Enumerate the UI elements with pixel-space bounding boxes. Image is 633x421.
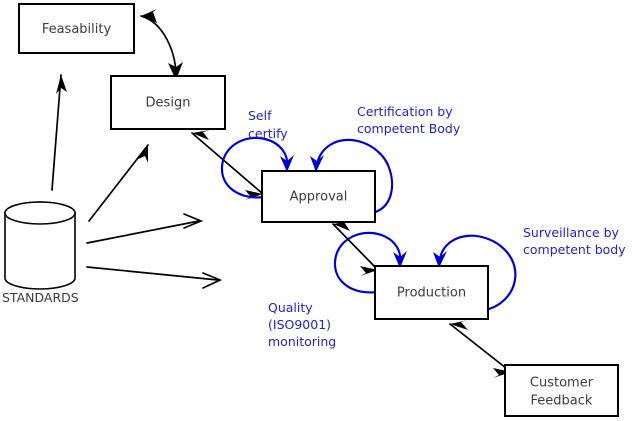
annotation-surveillance-line1: Surveillance by: [523, 225, 620, 240]
arrowhead-to-customer-feedback: [493, 368, 511, 378]
arrowhead-down: [280, 155, 294, 172]
annotation-certification-by-competent-body: Certification by competent Body: [357, 104, 461, 136]
self-loop-production-surveillance: [433, 234, 517, 312]
node-label-design: Design: [146, 96, 191, 111]
annotation-quality-line1: Quality: [268, 300, 313, 315]
annotation-quality-line3: monitoring: [268, 334, 336, 349]
edge-production-to-customer-feedback: [449, 320, 512, 378]
node-approval[interactable]: Approval: [261, 170, 376, 223]
arrowhead-down: [393, 251, 407, 268]
arrowhead-down: [310, 155, 324, 172]
node-standards-datastore[interactable]: STANDARDS: [2, 201, 79, 305]
arrowhead-up: [56, 75, 67, 94]
node-production[interactable]: Production: [374, 265, 489, 320]
edge-standards-to-approval: [86, 213, 204, 244]
node-feasability[interactable]: Feasability: [18, 3, 135, 54]
arrowhead-to-production: [450, 320, 468, 330]
edge-design-to-feasability: [140, 9, 183, 81]
arrowhead-right-open: [202, 272, 223, 289]
annotation-surveillance-line2: competent body: [523, 242, 626, 257]
annotation-self-certify-line1: Self: [248, 108, 272, 123]
node-design[interactable]: Design: [110, 75, 226, 130]
node-label-customer-feedback-line2: Feedback: [531, 394, 593, 409]
arrowhead-right-open: [183, 213, 204, 229]
arrowhead-to-production: [360, 266, 378, 276]
annotation-certification-line1: Certification by: [357, 104, 453, 119]
edge-standards-to-production: [86, 266, 223, 289]
arrowhead-down: [433, 251, 447, 268]
annotation-self-certify: Self certify: [248, 108, 288, 141]
node-label-feasability: Feasability: [42, 22, 112, 37]
arrowhead-to-approval: [333, 221, 351, 231]
annotation-self-certify-line2: certify: [248, 126, 288, 141]
arrowhead-to-design: [192, 130, 210, 140]
annotation-quality-iso9001-monitoring: Quality (ISO9001) monitoring: [268, 300, 336, 349]
edge-design-to-approval: [191, 130, 264, 200]
node-label-standards: STANDARDS: [2, 290, 79, 305]
edge-standards-to-feasability: [51, 74, 67, 191]
arrowhead-to-approval: [245, 190, 263, 200]
node-customer-feedback[interactable]: Customer Feedback: [504, 364, 619, 417]
arrowhead-to-design: [168, 62, 183, 80]
annotation-quality-line2: (ISO9001): [268, 317, 331, 332]
cylinder-top: [4, 201, 76, 225]
node-label-production: Production: [397, 286, 466, 301]
edge-approval-to-production: [332, 221, 379, 276]
self-loop-production-quality: [333, 231, 407, 294]
edge-standards-to-design: [88, 144, 149, 222]
self-loop-approval-certification: [310, 138, 394, 215]
self-loop-approval-self-certify: [220, 136, 294, 199]
annotation-certification-line2: competent Body: [357, 121, 461, 136]
annotation-surveillance-by-competent-body: Surveillance by competent body: [523, 225, 626, 257]
node-label-customer-feedback-line1: Customer: [530, 376, 594, 391]
arrowhead-to-feasability: [141, 9, 157, 23]
node-label-approval: Approval: [290, 190, 348, 205]
arrowhead-up-right: [136, 145, 148, 163]
